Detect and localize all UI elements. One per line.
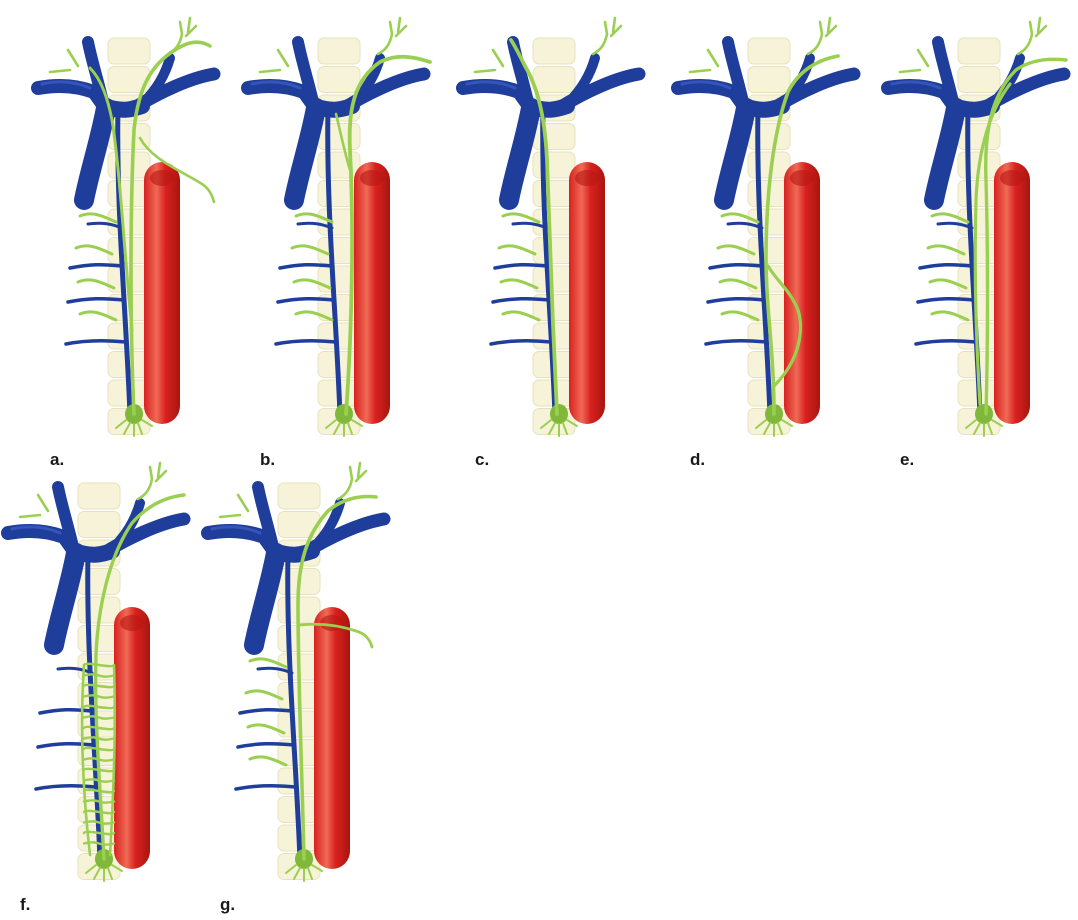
superior-vena-cava [509,108,531,200]
cervical-lymphatic [338,463,366,499]
cervical-lymphatic [593,18,621,54]
panel-g-label: g. [220,895,235,915]
aorta-lumen [360,170,384,186]
vertebra [748,67,790,93]
panel-e-drawing [880,10,1078,440]
vertebra [533,238,575,264]
panel-e-label: e. [900,450,914,470]
panel-g: g. [200,455,410,915]
panel-a: a. [30,10,240,470]
vertebra [958,67,1000,93]
lymphatic-branch [50,50,78,72]
intercostal-lymphatic [501,280,537,288]
cisterna-chyli-body [550,404,568,424]
cervical-lymphatic [808,18,836,54]
aorta [144,162,180,424]
superior-vena-cava [294,108,316,200]
cervical-lymphatic [378,18,406,54]
superior-vena-cava [254,553,276,645]
vertebra [533,266,575,292]
panel-c-drawing [455,10,665,440]
vertebra [533,124,575,150]
vertebra [748,38,790,64]
vertebra [748,124,790,150]
vertebra [533,181,575,207]
descending-aorta [314,607,350,869]
lymphatic-branch [260,50,288,72]
intercostal-lymphatic [246,691,282,699]
superior-vena-cava [54,553,76,645]
vertebra [78,569,120,595]
cisterna-chyli-body [975,404,993,424]
vertebra [318,67,360,93]
panel-d-drawing [670,10,880,440]
intercostal-lymphatic [76,246,112,254]
intercostal-lymphatic [499,246,535,254]
panel-e: e. [880,10,1078,470]
vertebra [533,152,575,178]
aorta-lumen [575,170,599,186]
vertebra [278,483,320,509]
vertebra [108,152,150,178]
superior-vena-cava [724,108,746,200]
aorta [354,162,390,424]
cervical-lymphatic [1018,18,1046,54]
panel-a-drawing [30,10,240,440]
vertebra [108,238,150,264]
cervical-lymphatic [138,463,166,499]
aorta [569,162,605,424]
panel-c: c. [455,10,665,470]
panel-d-label: d. [690,450,705,470]
vertebra [958,181,1000,207]
vertebra [958,38,1000,64]
lymphatic-branch [475,50,503,72]
aorta-lumen [150,170,174,186]
panel-f-label: f. [20,895,30,915]
vertebra [318,38,360,64]
aorta [994,162,1030,424]
aorta [314,607,350,869]
vertebra [533,67,575,93]
vertebra [748,238,790,264]
aorta-lumen [120,615,144,631]
descending-aorta [994,162,1030,424]
panel-g-drawing [200,455,410,885]
panel-c-label: c. [475,450,489,470]
lymphatic-branch [220,495,248,517]
lymphatic-branch [20,495,48,517]
aorta-lumen [1000,170,1024,186]
vertebra [108,181,150,207]
vertebra [108,38,150,64]
descending-aorta [114,607,150,869]
vertebra [958,124,1000,150]
vertebra [318,181,360,207]
aorta-lumen [320,615,344,631]
descending-aorta [144,162,180,424]
aorta [114,607,150,869]
superior-vena-cava [934,108,956,200]
cervical-lymphatic [168,18,196,54]
vertebra [533,38,575,64]
lymphatic-branch [690,50,718,72]
cisterna-chyli-body [335,404,353,424]
descending-aorta [354,162,390,424]
superior-vena-cava [84,108,106,200]
vertebra [318,152,360,178]
panel-b-drawing [240,10,450,440]
panel-f: f. [0,455,210,915]
panel-b: b. [240,10,450,470]
panel-d: d. [670,10,880,470]
vertebra [78,512,120,538]
vertebra [958,238,1000,264]
aorta-lumen [790,170,814,186]
vertebra [78,483,120,509]
panel-f-drawing [0,455,210,885]
descending-aorta [569,162,605,424]
lymphatic-branch [900,50,928,72]
